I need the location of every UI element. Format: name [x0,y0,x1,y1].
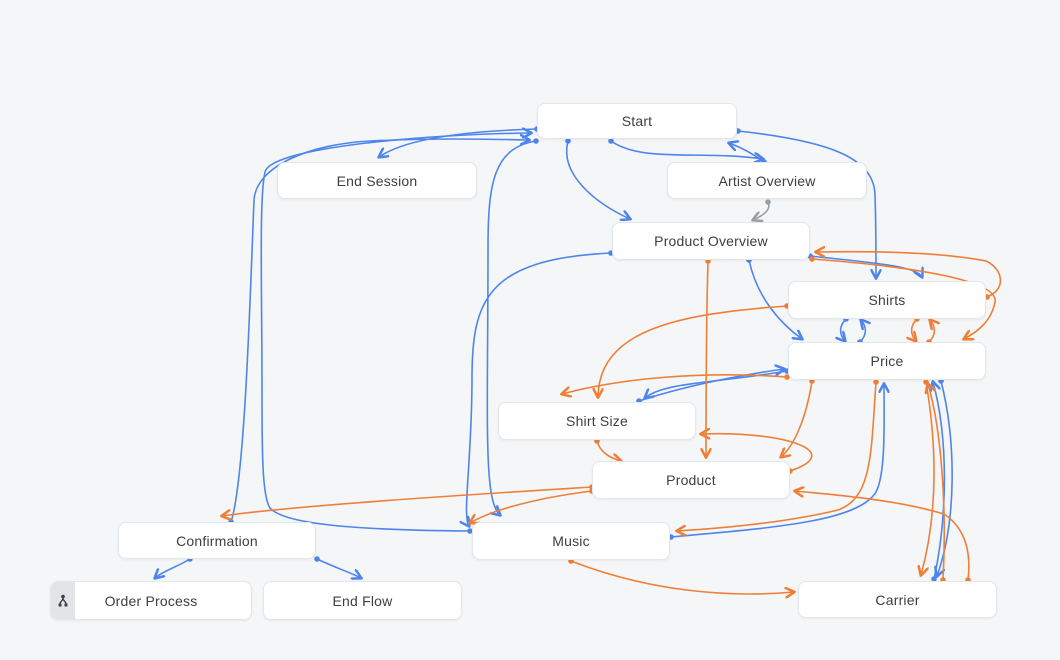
edge-source-dot [314,556,320,562]
node-label: Product [666,472,716,488]
node-label: Start [621,113,653,129]
node-product[interactable]: Product [592,461,790,499]
edge-product-overview-to-price [811,258,996,339]
node-shirt-size[interactable]: Shirt Size [498,402,696,440]
node-label: Shirt Size [566,413,628,429]
edge-shirt-size-to-product [596,440,621,461]
node-order-process[interactable]: Order Process [50,581,252,620]
edge-confirmation-to-start [230,139,529,523]
edge-start-to-product-overview [565,140,630,219]
edge-music-to-price [670,384,884,538]
edge-source-dot [809,256,815,262]
node-end-session[interactable]: End Session [277,162,477,199]
node-label: Music [552,533,590,549]
edge-price-to-shirt-size [562,374,788,394]
edge-source-dot [923,379,929,385]
node-carrier[interactable]: Carrier [798,581,997,618]
edge-shirts-to-shirt-size [598,305,788,397]
edge-source-dot [608,138,614,144]
edge-confirmation-to-order-process [155,558,191,578]
node-label: Confirmation [176,532,258,549]
edge-artist-overview-to-start [729,143,765,163]
edge-carrier-to-price [928,384,946,581]
node-confirmation[interactable]: Confirmation [118,522,316,559]
edge-price-to-product [781,380,813,457]
node-music[interactable]: Music [472,522,670,560]
node-label: Product Overview [654,233,768,249]
edge-confirmation-to-end-flow [316,558,361,578]
edge-source-dot [765,199,771,205]
node-product-overview[interactable]: Product Overview [612,222,810,260]
node-label: Order Process [104,592,198,609]
node-label: Price [870,353,904,369]
node-end-flow[interactable]: End Flow [263,581,462,620]
edge-source-dot [565,138,571,144]
node-label: Artist Overview [718,172,816,189]
edge-product-overview-to-product [706,260,708,457]
edge-shirts-to-price [912,318,917,341]
node-label: Carrier [875,591,920,608]
edge-start-to-artist-overview [610,140,763,159]
edge-price-to-music [677,381,877,531]
edge-price-to-shirt-size [645,370,788,398]
edge-carrier-to-price [933,382,946,580]
edge-start-to-shirts [737,130,876,278]
node-price[interactable]: Price [788,342,986,380]
edge-product-to-shirt-size [701,434,813,472]
edge-product-overview-to-price [748,259,802,339]
edge-start-to-music [486,140,537,515]
edge-source-dot [873,379,879,385]
edge-product-to-music [470,490,593,523]
workflow-icon [51,582,75,619]
edge-shirts-to-price [841,318,846,341]
edge-shirts-to-product-overview [816,252,1002,298]
edge-carrier-to-product [795,491,970,581]
edge-music-to-start [260,133,531,532]
edge-shirt-size-to-price [638,369,784,402]
edge-source-dot [467,528,473,534]
node-label: End Flow [332,592,393,609]
edge-price-to-shirts [929,320,934,343]
node-start[interactable]: Start [537,103,737,139]
edge-source-dot [533,138,539,144]
edge-price-to-carrier [921,381,935,575]
node-label: End Session [336,172,418,189]
edge-product-overview-to-music [467,252,612,526]
node-label: Shirts [868,292,906,308]
edge-artist-overview-to-product-overview [753,201,770,220]
edge-price-to-shirts [860,320,865,343]
node-shirts[interactable]: Shirts [788,281,986,319]
node-artist-overview[interactable]: Artist Overview [667,162,867,199]
edge-music-to-carrier [570,560,794,594]
edge-product-to-confirmation [222,486,593,516]
edge-product-overview-to-shirts [809,255,922,277]
